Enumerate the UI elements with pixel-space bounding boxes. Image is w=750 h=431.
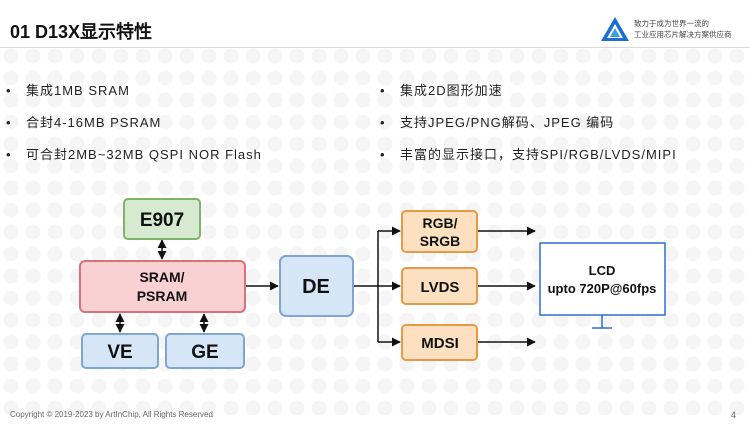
artinchip-logo-icon xyxy=(601,17,629,41)
lvds-label: LVDS xyxy=(421,279,460,296)
logo-tagline-line1: 致力于成为世界一流的 xyxy=(634,19,709,28)
ge-block: GE xyxy=(165,333,245,369)
logo-tagline-line2: 工业应用芯片解决方案供应商 xyxy=(634,30,732,39)
feature-list-right: • 集成2D图形加速 • 支持JPEG/PNG解码、JPEG 编码 • 丰富的显示接口… xyxy=(380,82,677,178)
e907-block: E907 xyxy=(123,198,201,240)
lcd-label-line1: LCD xyxy=(589,263,616,278)
copyright-footer: Copyright © 2019-2023 by ArtInChip, All … xyxy=(10,410,213,419)
feature-item: • 支持JPEG/PNG解码、JPEG 编码 xyxy=(380,114,677,146)
bullet-dot-icon: • xyxy=(6,147,12,162)
sram-psram-block: SRAM/ PSRAM xyxy=(79,260,246,313)
bullet-dot-icon: • xyxy=(6,83,12,98)
feature-list-left: • 集成1MB SRAM • 合封4-16MB PSRAM • 可合封2MB~32MB… xyxy=(6,82,262,178)
feature-text: 丰富的显示接口，支持SPI/RGB/LVDS/MIPI xyxy=(400,147,677,162)
bullet-dot-icon: • xyxy=(380,115,386,130)
rgb-srgb-block: RGB/ SRGB xyxy=(401,210,478,253)
feature-item: • 集成2D图形加速 xyxy=(380,82,677,114)
bullet-dot-icon: • xyxy=(380,147,386,162)
feature-text: 集成2D图形加速 xyxy=(400,83,503,98)
lcd-label-line2: upto 720P@60fps xyxy=(548,281,657,296)
feature-text: 支持JPEG/PNG解码、JPEG 编码 xyxy=(400,115,615,130)
page-number: 4 xyxy=(731,410,737,420)
de-label: DE xyxy=(302,276,330,298)
feature-text: 可合封2MB~32MB QSPI NOR Flash xyxy=(26,147,262,162)
feature-text: 集成1MB SRAM xyxy=(26,83,130,98)
bullet-dot-icon: • xyxy=(380,83,386,98)
de-block: DE xyxy=(279,255,354,317)
page-title: 01 D13X显示特性 xyxy=(10,22,153,42)
ve-label: VE xyxy=(107,342,132,363)
e907-label: E907 xyxy=(140,210,184,231)
logo-tagline: 致力于成为世界一流的 工业应用芯片解决方案供应商 xyxy=(634,18,732,40)
feature-item: • 可合封2MB~32MB QSPI NOR Flash xyxy=(6,146,262,178)
feature-text: 合封4-16MB PSRAM xyxy=(26,115,162,130)
mdsi-block: MDSI xyxy=(401,324,478,361)
feature-item: • 合封4-16MB PSRAM xyxy=(6,114,262,146)
header-divider xyxy=(0,47,750,48)
lvds-block: LVDS xyxy=(401,267,478,305)
lcd-monitor: LCD upto 720P@60fps xyxy=(539,242,666,329)
rgb-label-line2: SRGB xyxy=(420,233,460,249)
ge-label: GE xyxy=(191,342,218,363)
company-logo: 致力于成为世界一流的 工业应用芯片解决方案供应商 xyxy=(600,16,732,42)
feature-item: • 集成1MB SRAM xyxy=(6,82,262,114)
ve-block: VE xyxy=(81,333,159,369)
feature-item: • 丰富的显示接口，支持SPI/RGB/LVDS/MIPI xyxy=(380,146,677,178)
bullet-dot-icon: • xyxy=(6,115,12,130)
rgb-label-line1: RGB/ xyxy=(423,215,458,231)
sram-label-line1: SRAM/ xyxy=(139,269,184,285)
mdsi-label: MDSI xyxy=(421,335,459,352)
sram-label-line2: PSRAM xyxy=(137,288,188,304)
